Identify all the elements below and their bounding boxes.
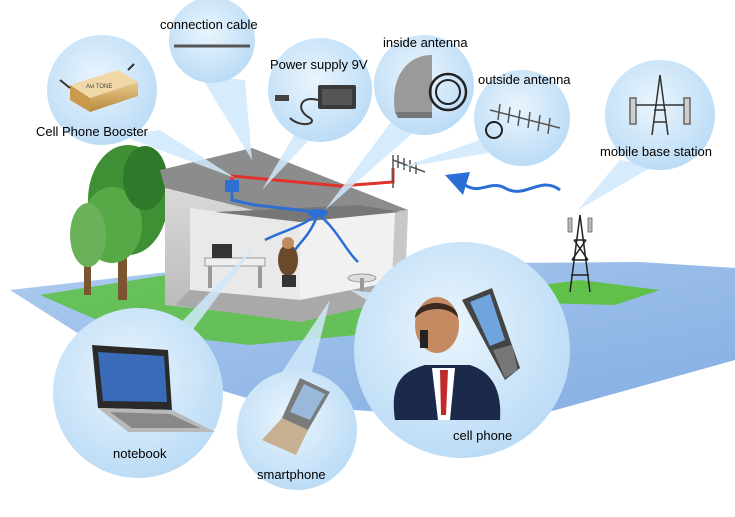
power-supply-bubble [268, 38, 372, 142]
booster-brand-text: Avi TONE [86, 84, 112, 90]
label-inside-antenna: inside antenna [383, 35, 468, 50]
label-cell-phone-booster: Cell Phone Booster [36, 124, 149, 139]
incoming-signal-arrow [445, 172, 561, 195]
label-power-supply: Power supply 9V [270, 57, 368, 72]
tree-icon [70, 145, 168, 300]
power-supply-icon [275, 85, 356, 125]
outside-antenna-icon [392, 155, 426, 188]
inside-antenna-bubble [374, 35, 474, 135]
smartphone-bubble [237, 370, 357, 490]
outside-antenna-icon [485, 103, 561, 139]
notebook-icon [92, 345, 215, 432]
label-smartphone: smartphone [257, 467, 326, 482]
label-outside-antenna: outside antenna [478, 72, 571, 87]
notebook-bubble [53, 308, 223, 478]
booster-bubble: Avi TONE [47, 35, 157, 145]
base-station-tower-icon [629, 74, 691, 136]
cell-phone-icon [393, 288, 520, 420]
base-station-tower-icon [567, 214, 593, 293]
indoor-signal-arrows [264, 213, 359, 263]
cell-phone-bubble [354, 242, 570, 458]
smartphone-icon [262, 378, 330, 455]
inside-antenna-icon [394, 55, 468, 118]
cable-bubble [169, 0, 255, 83]
label-notebook: notebook [113, 446, 167, 461]
label-mobile-base-station: mobile base station [600, 144, 713, 159]
booster-icon: Avi TONE [59, 63, 138, 112]
label-cell-phone: cell phone [453, 428, 513, 443]
label-connection-cable: connection cable [160, 17, 258, 32]
booster-icon [225, 180, 239, 192]
outside-antenna-bubble [474, 70, 570, 166]
base-station-bubble [605, 60, 715, 170]
